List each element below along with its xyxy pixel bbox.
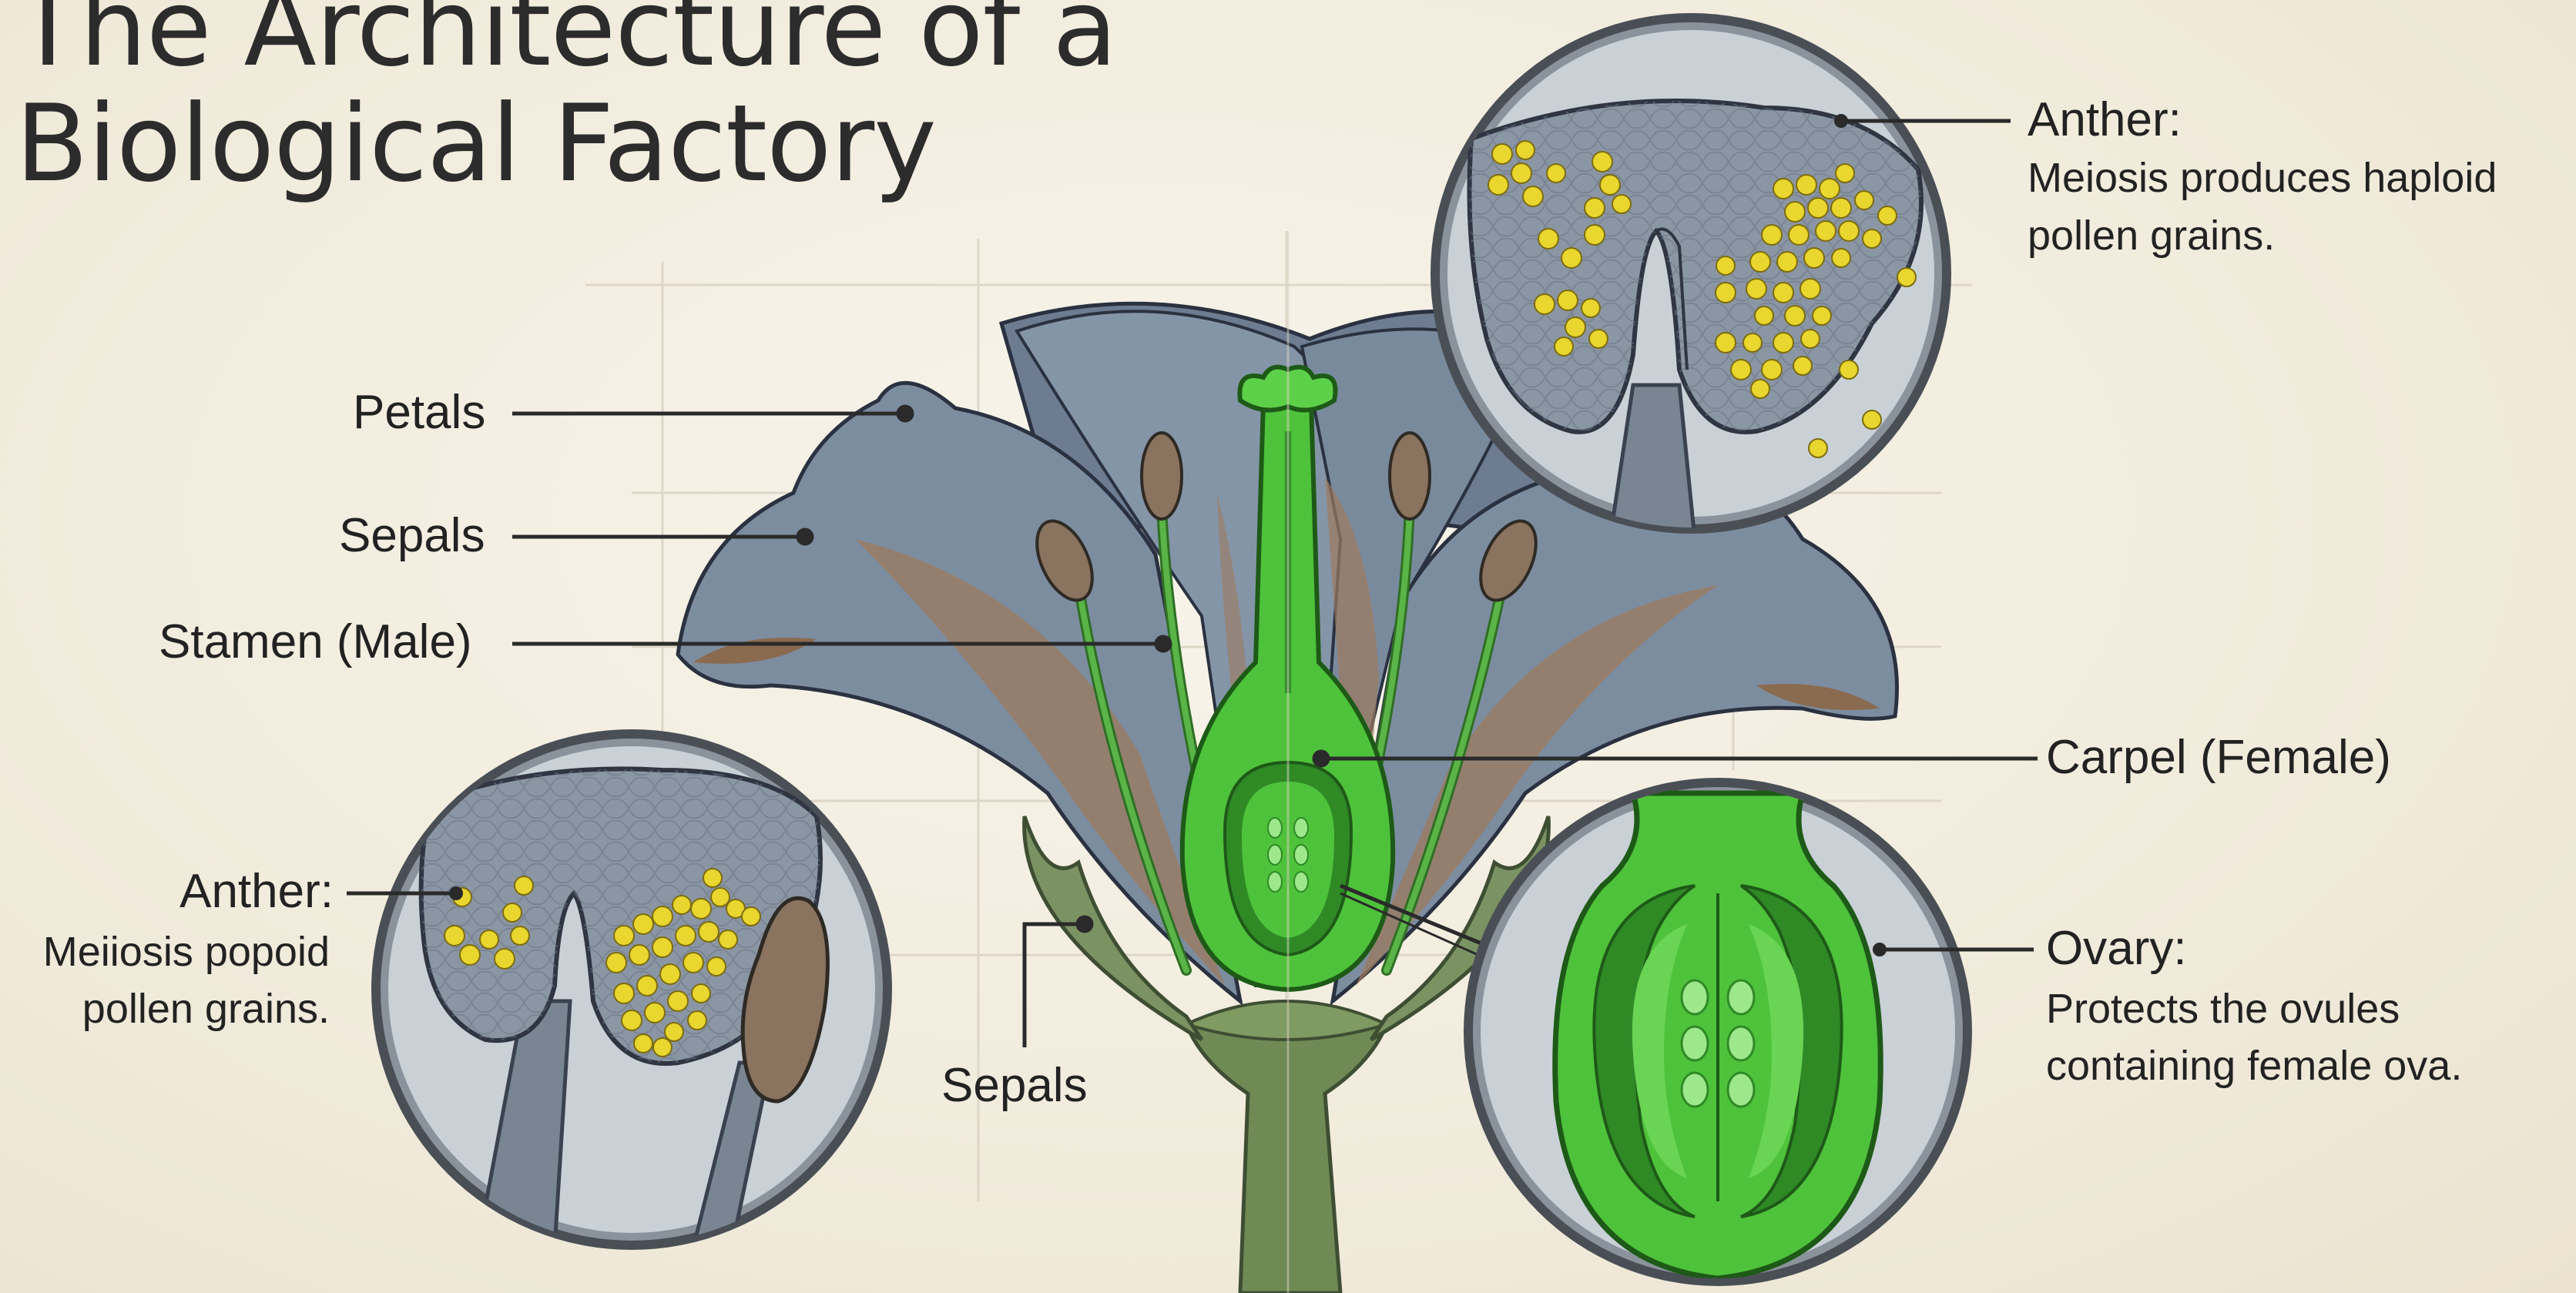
- label-carpel: Carpel (Female): [2046, 730, 2391, 786]
- ovary-magnifier: [1464, 778, 2034, 1286]
- anther-top-line-1: Meiosis produces haploid: [2028, 149, 2497, 207]
- anther-bottom-line-1: Meiiosis popoid: [43, 923, 330, 981]
- label-sepals-lower: Sepals: [941, 1058, 1088, 1114]
- anther-top-heading: Anther:: [2028, 92, 2182, 148]
- anther-top-line-2: pollen grains.: [2028, 206, 2275, 265]
- label-sepals-upper: Sepals: [339, 508, 485, 564]
- ovary-line-1: Protects the ovules: [2046, 980, 2400, 1038]
- anther-bottom-heading: Anther:: [179, 864, 334, 920]
- page-title: The Architecture of a Biological Factory: [15, 0, 1117, 202]
- stem: [1186, 1001, 1387, 1293]
- anther-magnifier-bottom: [347, 729, 892, 1250]
- anther-bottom-line-2: pollen grains.: [82, 980, 330, 1038]
- ovary-line-2: containing female ova.: [2046, 1037, 2462, 1095]
- title-line-2: Biological Factory: [15, 82, 936, 206]
- label-petals: Petals: [353, 385, 485, 440]
- anther-magnifier-top: [1431, 13, 2011, 539]
- title-line-1: The Architecture of a: [15, 0, 1117, 90]
- label-stamen: Stamen (Male): [159, 615, 472, 670]
- ovary-heading: Ovary:: [2046, 921, 2187, 976]
